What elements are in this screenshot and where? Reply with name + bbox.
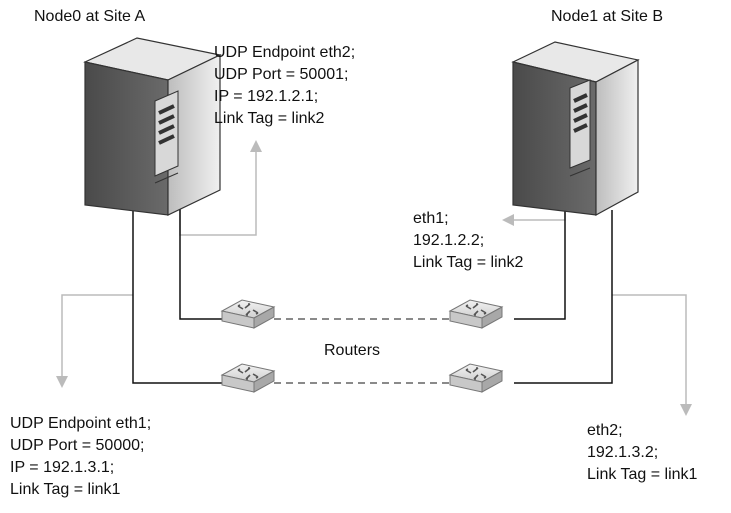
link2-cables — [179, 205, 566, 320]
node1-eth2-annotation: eth2; 192.1.3.2; Link Tag = link1 — [587, 420, 697, 486]
server-node0-icon — [83, 37, 222, 216]
router-link1-siteB-icon — [448, 363, 504, 393]
annotation-line: eth2; — [587, 422, 623, 439]
arrow-node1-eth2 — [612, 294, 692, 416]
router-link1-siteA-icon — [220, 363, 276, 393]
annotation-line: Link Tag = link1 — [587, 466, 698, 483]
annotation-line: 192.1.3.2; — [587, 444, 659, 461]
arrow-node0-eth1 — [56, 294, 133, 388]
annotation-line: UDP Port = 50001; — [214, 66, 349, 83]
server-node1-icon — [511, 41, 640, 217]
router-dashed-links — [274, 318, 450, 384]
annotation-line: 192.1.2.2; — [413, 232, 485, 249]
annotation-line: UDP Port = 50000; — [10, 437, 145, 454]
annotation-line: IP = 192.1.2.1; — [214, 88, 319, 105]
annotation-line: Link Tag = link1 — [10, 481, 121, 498]
annotation-line: IP = 192.1.3.1; — [10, 459, 115, 476]
node0-eth1-annotation: UDP Endpoint eth1; UDP Port = 50000; IP … — [10, 413, 151, 501]
link1-cables — [132, 205, 613, 384]
annotation-line: UDP Endpoint eth1; — [10, 415, 152, 432]
node0-eth2-annotation: UDP Endpoint eth2; UDP Port = 50001; IP … — [214, 42, 355, 130]
router-link2-siteA-icon — [220, 299, 276, 329]
node1-title: Node1 at Site B — [551, 8, 664, 25]
routers-label: Routers — [324, 342, 381, 359]
annotation-line: Link Tag = link2 — [214, 110, 325, 127]
router-link2-siteB-icon — [448, 299, 504, 329]
annotation-line: eth1; — [413, 210, 449, 227]
annotation-line: UDP Endpoint eth2; — [214, 44, 356, 61]
annotation-line: Link Tag = link2 — [413, 254, 524, 271]
node1-eth1-annotation: eth1; 192.1.2.2; Link Tag = link2 — [413, 208, 523, 274]
node0-title: Node0 at Site A — [34, 8, 146, 25]
